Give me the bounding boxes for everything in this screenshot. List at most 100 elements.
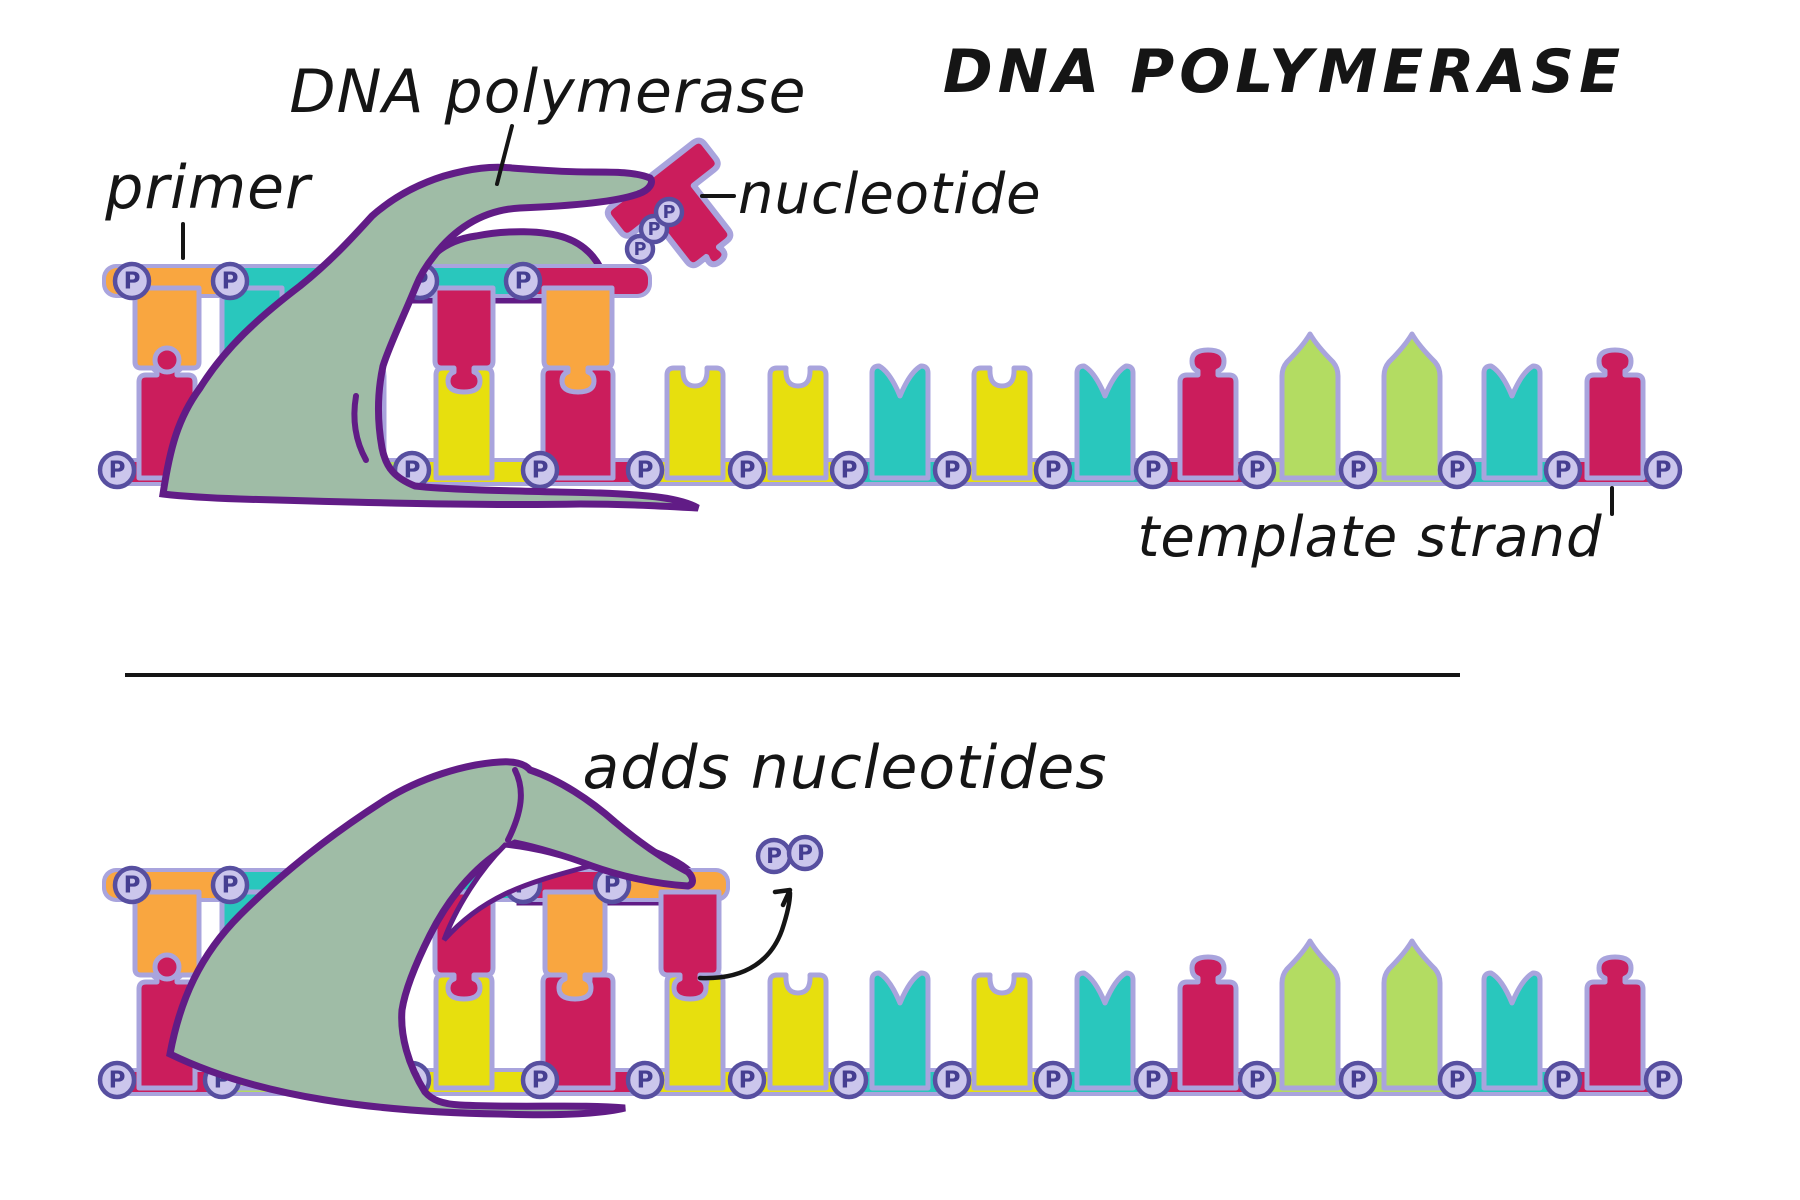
svg-text:P: P <box>739 1068 756 1094</box>
template-phosphate: P <box>1338 450 1378 490</box>
template-base-teal <box>1074 363 1136 481</box>
top-hand <box>158 163 700 512</box>
svg-text:P: P <box>124 873 141 899</box>
primer-base-orange <box>542 889 608 1002</box>
base-pair-knob <box>152 345 182 375</box>
primer-base-crimson <box>432 889 496 1002</box>
template-base-yellow <box>971 972 1033 1091</box>
label-adds-nucleotides: adds nucleotides <box>582 733 1107 803</box>
template-base-crimson <box>1584 347 1646 481</box>
template-base-teal <box>1074 970 1136 1091</box>
svg-text:P: P <box>944 1068 961 1094</box>
svg-text:P: P <box>637 458 654 484</box>
svg-text:P: P <box>1555 1068 1572 1094</box>
template-phosphate: P <box>727 450 767 490</box>
pointer-dna-polymerase <box>495 124 514 186</box>
template-phosphate: P <box>1033 1060 1073 1100</box>
top-hand-palm-crease <box>351 393 369 463</box>
primer-phosphate: P <box>210 865 250 905</box>
template-base-crimson <box>1584 954 1646 1091</box>
template-base-crimson <box>1177 954 1239 1091</box>
svg-text:P: P <box>841 458 858 484</box>
svg-text:P: P <box>124 269 141 295</box>
svg-text:P: P <box>1045 1068 1062 1094</box>
template-phosphate: P <box>1643 450 1683 490</box>
label-dna-polymerase: DNA polymerase <box>289 57 806 127</box>
primer-base-crimson <box>658 889 722 1002</box>
template-phosphate: P <box>97 1060 137 1100</box>
template-base-green <box>1381 938 1443 1091</box>
svg-text:P: P <box>109 1068 126 1094</box>
template-base-green <box>1381 331 1443 481</box>
template-base-teal <box>869 970 931 1091</box>
primer-base-orange <box>541 285 615 395</box>
template-phosphate: P <box>829 450 869 490</box>
label-primer: primer <box>104 153 313 223</box>
template-phosphate: P <box>520 450 560 490</box>
template-base-teal <box>869 363 931 481</box>
title-dna-polymerase: DNA POLYMERASE <box>943 37 1625 107</box>
primer-phosphate: P <box>112 261 152 301</box>
template-base-teal <box>1481 970 1543 1091</box>
primer-base-crimson <box>432 285 496 395</box>
pyrophosphate-arrow <box>697 890 793 981</box>
template-phosphate: P <box>1237 1060 1277 1100</box>
svg-text:P: P <box>841 1068 858 1094</box>
svg-text:P: P <box>1449 458 1466 484</box>
svg-text:P: P <box>1350 1068 1367 1094</box>
template-phosphate: P <box>1033 450 1073 490</box>
svg-text:P: P <box>1145 1068 1162 1094</box>
svg-text:P: P <box>648 220 661 240</box>
template-base-green <box>1279 331 1341 481</box>
label-template-strand: template strand <box>1137 505 1602 570</box>
svg-text:P: P <box>1249 458 1266 484</box>
bottom-hand-pinch-gap <box>441 842 598 942</box>
nucleotide-phosphate: P <box>653 196 685 228</box>
released-phosphate: P <box>755 837 793 875</box>
svg-text:P: P <box>663 203 676 223</box>
template-phosphate: P <box>1133 450 1173 490</box>
incoming-nucleotide: PPP <box>604 137 734 269</box>
template-phosphate: P <box>1133 1060 1173 1100</box>
released-phosphate: P <box>786 834 824 872</box>
svg-text:P: P <box>1045 458 1062 484</box>
svg-text:P: P <box>1655 1068 1672 1094</box>
template-phosphate: P <box>1338 1060 1378 1100</box>
svg-text:P: P <box>797 841 813 866</box>
svg-text:P: P <box>739 458 756 484</box>
template-base-yellow <box>767 365 829 481</box>
template-base-green <box>1279 938 1341 1091</box>
template-phosphate: P <box>97 450 137 490</box>
template-base-crimson <box>1177 347 1239 481</box>
svg-text:P: P <box>1655 458 1672 484</box>
svg-text:P: P <box>944 458 961 484</box>
svg-text:P: P <box>634 240 647 260</box>
template-phosphate: P <box>520 1060 560 1100</box>
nucleotide-phosphate: P <box>624 233 656 265</box>
bottom-hand-knuckle-crease <box>505 767 524 843</box>
template-phosphate: P <box>1543 450 1583 490</box>
template-base-yellow <box>767 972 829 1091</box>
template-phosphate: P <box>625 1060 665 1100</box>
svg-text:P: P <box>1555 458 1572 484</box>
svg-text:P: P <box>404 458 421 484</box>
template-base-yellow <box>664 365 726 481</box>
svg-text:P: P <box>1350 458 1367 484</box>
svg-text:P: P <box>222 269 239 295</box>
template-phosphate: P <box>727 1060 767 1100</box>
pyrophosphate-arrowhead <box>772 887 793 908</box>
svg-text:P: P <box>532 458 549 484</box>
template-phosphate: P <box>1643 1060 1683 1100</box>
template-phosphate: P <box>1543 1060 1583 1100</box>
base-pair-knob <box>152 952 182 982</box>
template-phosphate: P <box>932 450 972 490</box>
svg-text:P: P <box>637 1068 654 1094</box>
svg-text:P: P <box>222 873 239 899</box>
primer-phosphate: P <box>210 261 250 301</box>
template-phosphate: P <box>829 1060 869 1100</box>
template-phosphate: P <box>1237 450 1277 490</box>
